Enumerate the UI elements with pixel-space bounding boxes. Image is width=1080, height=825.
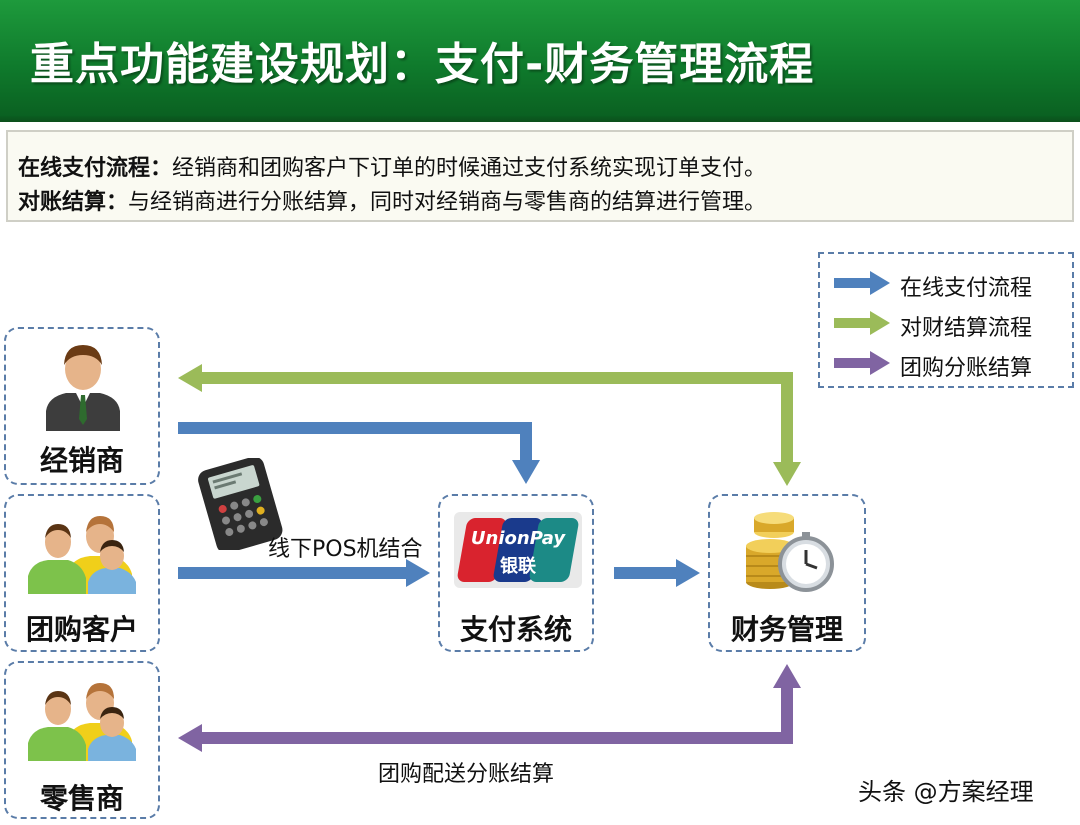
node-finance-label: 财务管理 xyxy=(730,613,843,646)
node-group-customer-label: 团购客户 xyxy=(25,613,138,646)
blue-arrow-dealer-to-payment xyxy=(178,422,540,484)
unionpay-logo: UnionPay 银联 xyxy=(454,512,582,588)
node-retailer-label: 零售商 xyxy=(39,782,124,815)
node-payment-system-label: 支付系统 xyxy=(459,613,572,646)
people-group-icon xyxy=(28,516,136,594)
node-group-customer: 团购客户 xyxy=(4,494,160,652)
title-bar: 重点功能建设规划：支付-财务管理流程 xyxy=(0,0,1080,122)
summary-recon-text: 与经销商进行分账结算，同时对经销商与零售商的结算进行管理。 xyxy=(128,190,767,215)
legend: 在线支付流程 对财结算流程 团购分账结算 xyxy=(818,252,1074,388)
summary-online-line: 在线支付流程：经销商和团购客户下订单的时候通过支付系统实现订单支付。 xyxy=(18,150,766,182)
purple-arrow-icon xyxy=(834,351,890,375)
group-settlement-flow-label: 团购配送分账结算 xyxy=(378,762,555,787)
unionpay-logo-text: UnionPay xyxy=(470,528,566,549)
pos-flow-label: 线下POS机结合 xyxy=(268,537,423,562)
legend-label-group-settlement: 团购分账结算 xyxy=(900,356,1033,381)
summary-online-label: 在线支付流程： xyxy=(18,156,173,181)
unionpay-logo-cn: 银联 xyxy=(500,556,536,577)
green-arrow-finance-to-dealer xyxy=(178,364,801,486)
summary-recon-label: 对账结算： xyxy=(18,190,129,215)
watermark: 头条 @方案经理 xyxy=(858,778,1034,806)
node-retailer: 零售商 xyxy=(4,661,160,819)
legend-label-online-payment: 在线支付流程 xyxy=(900,276,1033,301)
node-dealer: 经销商 xyxy=(4,327,160,485)
blue-arrow-icon xyxy=(834,271,890,295)
legend-item-reconciliation: 对财结算流程 xyxy=(820,306,1076,341)
legend-item-online-payment: 在线支付流程 xyxy=(820,266,1076,301)
summary-box: 在线支付流程：经销商和团购客户下订单的时候通过支付系统实现订单支付。 对账结算：… xyxy=(6,130,1074,222)
blue-arrow-group-to-payment xyxy=(178,559,430,587)
purple-arrow-retailer-finance xyxy=(178,664,801,752)
green-arrow-icon xyxy=(834,311,890,335)
summary-online-text: 经销商和团购客户下订单的时候通过支付系统实现订单支付。 xyxy=(172,156,767,181)
node-payment-system: UnionPay 银联 支付系统 xyxy=(438,494,594,652)
coins-clock-icon xyxy=(746,512,834,592)
pos-terminal-icon xyxy=(198,458,283,550)
page-title: 重点功能建设规划：支付-财务管理流程 xyxy=(30,39,815,90)
businessman-icon xyxy=(46,345,120,431)
legend-label-reconciliation: 对财结算流程 xyxy=(900,316,1033,341)
people-group-icon xyxy=(28,683,136,761)
legend-item-group-settlement: 团购分账结算 xyxy=(820,346,1076,381)
node-dealer-label: 经销商 xyxy=(39,444,124,477)
summary-recon-line: 对账结算：与经销商进行分账结算，同时对经销商与零售商的结算进行管理。 xyxy=(18,184,766,216)
node-finance: 财务管理 xyxy=(708,494,866,652)
blue-arrow-payment-to-finance xyxy=(614,559,700,587)
